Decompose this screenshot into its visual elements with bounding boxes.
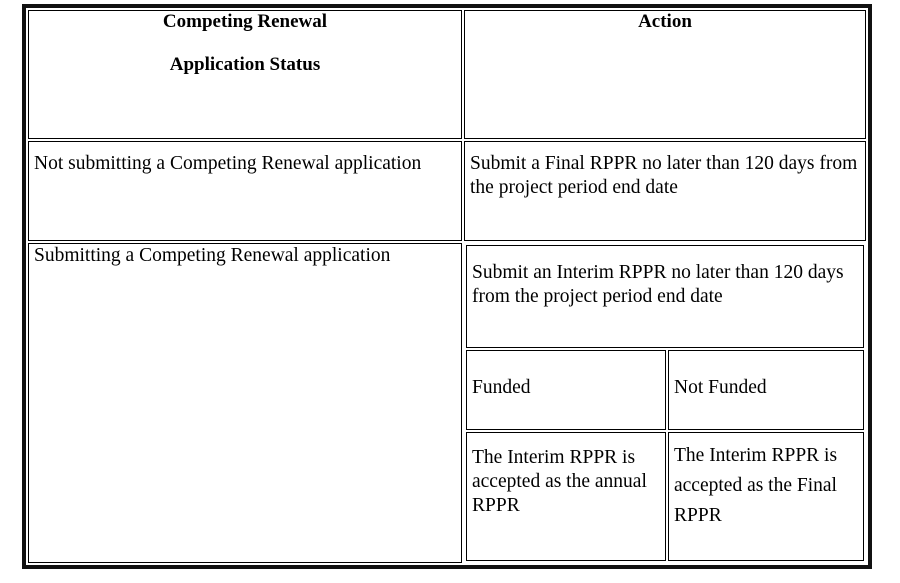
row-submitting-status-cell: Submitting a Competing Renewal applicati… <box>28 243 462 563</box>
subtable-row-outcome-results: The Interim RPPR is accepted as the annu… <box>466 432 864 561</box>
column-header-status-line-2: Application Status <box>169 53 321 75</box>
row-not-submitting-status-text: Not submitting a Competing Renewal appli… <box>34 153 422 174</box>
column-header-status-line-1: Competing Renewal <box>162 11 328 32</box>
outcome-result-funded-text: The Interim RPPR is accepted as the annu… <box>472 447 647 516</box>
row-not-submitting-action-cell: Submit a Final RPPR no later than 120 da… <box>464 141 866 241</box>
row-submitting-action-cell: Submit an Interim RPPR no later than 120… <box>464 243 866 563</box>
outcome-result-not-funded-cell: The Interim RPPR is accepted as the Fina… <box>668 432 864 561</box>
interim-rppr-instruction-text: Submit an Interim RPPR no later than 120… <box>472 262 844 307</box>
column-header-status: Competing Renewal Application Status <box>28 10 462 139</box>
row-not-submitting-action-text: Submit a Final RPPR no later than 120 da… <box>470 153 858 198</box>
column-header-action: Action <box>464 10 866 139</box>
outcome-header-funded-text: Funded <box>472 377 531 398</box>
subtable-row-interim: Submit an Interim RPPR no later than 120… <box>466 245 864 348</box>
table-row: Submitting a Competing Renewal applicati… <box>28 243 866 563</box>
submitting-outcome-subtable: Submit an Interim RPPR no later than 120… <box>464 243 866 563</box>
table-row: Not submitting a Competing Renewal appli… <box>28 141 866 241</box>
table-outer-frame: Competing Renewal Application Status Act… <box>22 4 872 569</box>
outcome-header-not-funded-text: Not Funded <box>674 377 767 398</box>
subtable-row-outcome-headers: Funded Not Funded <box>466 350 864 430</box>
row-not-submitting-status-cell: Not submitting a Competing Renewal appli… <box>28 141 462 241</box>
outcome-result-funded-cell: The Interim RPPR is accepted as the annu… <box>466 432 666 561</box>
column-header-action-label: Action <box>638 11 692 32</box>
row-submitting-status-text: Submitting a Competing Renewal applicati… <box>34 245 391 266</box>
outcome-header-funded-cell: Funded <box>466 350 666 430</box>
competing-renewal-table: Competing Renewal Application Status Act… <box>26 8 868 565</box>
interim-rppr-instruction-cell: Submit an Interim RPPR no later than 120… <box>466 245 864 348</box>
outcome-result-not-funded-text: The Interim RPPR is accepted as the Fina… <box>674 445 838 527</box>
table-header-row: Competing Renewal Application Status Act… <box>28 10 866 139</box>
outcome-header-not-funded-cell: Not Funded <box>668 350 864 430</box>
